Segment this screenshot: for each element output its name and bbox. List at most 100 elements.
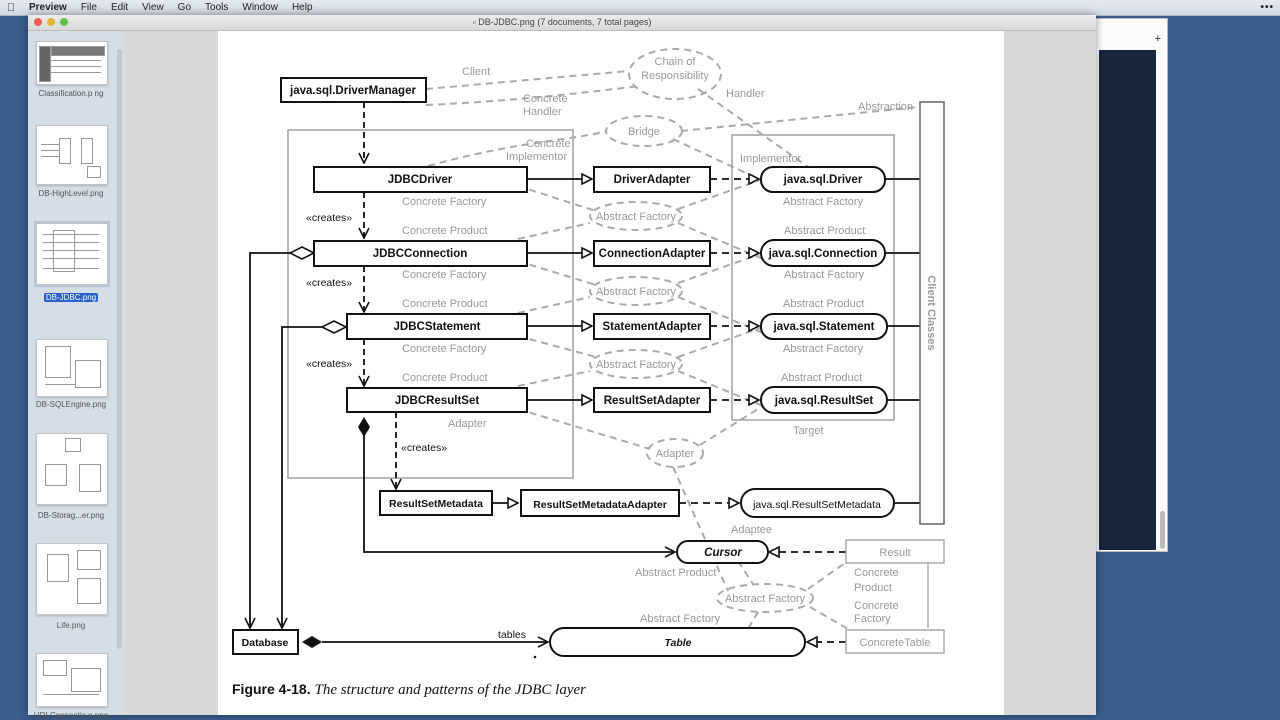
sidebar-scrollbar[interactable] [117, 49, 122, 649]
class-database[interactable] [232, 629, 299, 655]
class-jdbc-resultset[interactable] [346, 387, 528, 413]
thumbnail-urlconnection[interactable] [36, 653, 108, 707]
pattern-label-adapter: Adapter [656, 448, 695, 460]
pattern-adapter [646, 438, 704, 468]
class-connection-adapter[interactable] [593, 240, 711, 267]
menu-view[interactable]: View [142, 2, 164, 13]
role-concrete-product: Concrete Product [402, 298, 488, 310]
interface-sql-statement[interactable] [760, 313, 888, 340]
role-adapter: Adapter [448, 418, 487, 430]
menu-app-preview[interactable]: Preview [29, 2, 67, 13]
interface-table[interactable] [549, 627, 806, 657]
role-target: Target [793, 425, 824, 437]
interface-cursor[interactable] [676, 540, 769, 564]
class-jdbc-connection[interactable] [313, 240, 528, 267]
class-jdbc-driver[interactable] [313, 166, 528, 193]
background-window-content [1099, 50, 1156, 550]
background-window[interactable]: + [1094, 18, 1168, 552]
interface-sql-resultset[interactable] [760, 386, 888, 414]
thumbnail-db-jdbc[interactable] [34, 221, 110, 287]
class-statement-adapter[interactable] [593, 313, 711, 340]
menu-edit[interactable]: Edit [110, 2, 129, 13]
thumbnail-label: Classification.p ng [38, 89, 104, 98]
relationships [250, 102, 929, 642]
thumbnail-label: URLConnectio n.png [33, 711, 109, 720]
label-cursor: Cursor [704, 547, 742, 559]
class-driver-manager[interactable] [280, 77, 427, 103]
label-jdbc-driver: JDBCDriver [388, 174, 453, 186]
pattern-labels: Chain of Responsibility Bridge Abstract … [596, 56, 806, 605]
role-abstract-factory: Abstract Factory [784, 269, 865, 281]
figure-title: The structure and patterns of the JDBC l… [314, 682, 586, 698]
document-canvas: Chain of Responsibility Bridge Abstract … [124, 31, 1096, 715]
thumbnail-db-storage[interactable] [36, 433, 108, 505]
role-concrete-implementor: Implementor [506, 151, 567, 163]
thumbnail-label: DB-SQLEngine.png [35, 400, 107, 409]
background-window-scrollbar[interactable] [1160, 511, 1165, 549]
preview-window: ▫ DB-JDBC.png (7 documents, 7 total page… [28, 15, 1096, 720]
apple-menu-icon[interactable]:  [0, 2, 22, 14]
label-sql-resultset-metadata: java.sql.ResultSetMetadata [752, 499, 881, 511]
title-bar: ▫ DB-JDBC.png (7 documents, 7 total page… [28, 15, 1096, 31]
jdbc-diagram: Chain of Responsibility Bridge Abstract … [232, 48, 945, 659]
thumbnail-db-sqlengine[interactable] [36, 339, 108, 397]
role-abstract-product: Abstract Product [784, 225, 865, 237]
client-classes-label: Client Classes [925, 275, 937, 350]
label-resultset-metadata-adapter: ResultSetMetadataAdapter [533, 499, 667, 511]
label-database: Database [242, 637, 289, 649]
close-button[interactable] [34, 18, 42, 26]
interface-sql-connection[interactable] [760, 239, 886, 267]
role-abstract-product: Abstract Product [781, 372, 862, 384]
thumbnail-db-highlevel[interactable] [36, 125, 108, 185]
pattern-label-responsibility: Responsibility [641, 70, 709, 82]
role-concrete-implementor: Concrete [526, 138, 571, 150]
label-connection-adapter: ConnectionAdapter [599, 248, 706, 260]
menu-window[interactable]: Window [242, 2, 278, 13]
thumbnail-life[interactable] [36, 543, 108, 615]
class-driver-adapter[interactable] [593, 166, 711, 193]
stereotype-creates: «creates» [306, 277, 352, 289]
menu-file[interactable]: File [80, 2, 97, 13]
association-tables: tables [498, 629, 526, 641]
class-resultset-metadata[interactable] [379, 490, 493, 516]
label-result: Result [879, 547, 910, 559]
interface-sql-driver[interactable] [760, 166, 886, 193]
label-jdbc-connection: JDBCConnection [373, 248, 468, 260]
role-labels: Client Concrete Handler Handler Abstract… [402, 66, 913, 625]
pattern-abstract-factory-1 [589, 201, 683, 231]
class-result[interactable] [845, 539, 945, 564]
stereotype-creates: «creates» [306, 358, 352, 370]
pattern-label-abstract-factory: Abstract Factory [596, 359, 677, 371]
class-jdbc-statement[interactable] [346, 313, 528, 340]
composition-diamond [358, 417, 370, 437]
menu-tools[interactable]: Tools [205, 2, 229, 13]
pattern-label-abstract-factory: Abstract Factory [596, 211, 677, 223]
role-abstract-factory: Abstract Factory [640, 613, 721, 625]
document-icon: ▫ [472, 17, 479, 27]
minimize-button[interactable] [47, 18, 55, 26]
figure-number: Figure 4-18. [232, 681, 311, 697]
role-client: Client [462, 66, 490, 78]
menu-extras-icon[interactable]: ••• [1260, 2, 1274, 13]
class-resultset-adapter[interactable] [593, 387, 711, 413]
interface-sql-resultset-metadata[interactable] [740, 488, 895, 518]
pattern-chain-of-responsibility [628, 48, 722, 100]
client-classes-box[interactable] [919, 101, 945, 525]
thumbnail-label: Life.png [56, 621, 86, 630]
label-concrete-table: ConcreteTable [860, 637, 931, 649]
class-concrete-table[interactable] [845, 629, 945, 654]
role-abstract-product: Abstract Product [635, 567, 716, 579]
role-concrete-product: Concrete [854, 567, 899, 579]
class-resultset-metadata-adapter[interactable] [520, 489, 680, 517]
label-driver-adapter: DriverAdapter [614, 174, 691, 186]
menu-help[interactable]: Help [291, 2, 313, 13]
role-adaptee: Adaptee [731, 524, 772, 536]
aggregation-diamond [320, 320, 348, 334]
zoom-button[interactable] [60, 18, 68, 26]
role-implementor: Implementor [740, 153, 801, 165]
menu-go[interactable]: Go [177, 2, 192, 13]
plus-icon[interactable]: + [1154, 33, 1161, 45]
thumbnail-classification[interactable] [36, 41, 108, 85]
jdbc-package-frame [287, 129, 574, 479]
role-abstract-factory: Abstract Factory [783, 343, 864, 355]
